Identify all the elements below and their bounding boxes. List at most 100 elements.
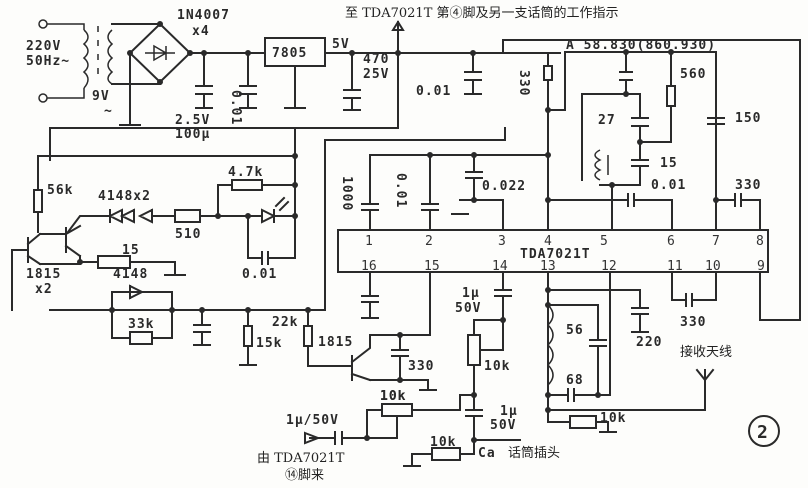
audio-section bbox=[304, 271, 521, 467]
capacitor-pin16 bbox=[361, 271, 379, 319]
resistor-4.7k bbox=[217, 179, 296, 217]
label-input-from-2: ⑭脚来 bbox=[285, 467, 324, 483]
label-0.01-pin4-6: 0.01 bbox=[651, 178, 686, 193]
label-33k: 33k bbox=[128, 317, 154, 332]
label-1u: 1μ bbox=[462, 286, 480, 301]
label-7805: 7805 bbox=[272, 46, 307, 61]
wire bbox=[47, 23, 85, 99]
label-68: 68 bbox=[566, 373, 584, 388]
label-100u: 100μ bbox=[175, 127, 210, 142]
led-indicator bbox=[217, 196, 296, 224]
antenna-section bbox=[545, 271, 780, 447]
resistor-10k-out bbox=[403, 439, 521, 467]
ic-pin-1: 1 bbox=[365, 234, 373, 249]
label-330: 330 bbox=[516, 70, 531, 96]
wire bbox=[269, 155, 296, 259]
wire bbox=[324, 127, 506, 141]
capacitor-0.01-pin2 bbox=[421, 154, 439, 231]
label-22k: 22k bbox=[272, 315, 298, 330]
transformer-secondary-coil bbox=[107, 29, 114, 85]
inductor bbox=[594, 149, 609, 181]
capacitor-68 bbox=[547, 271, 611, 402]
antenna-icon bbox=[547, 368, 715, 411]
figure-number: 2 bbox=[757, 422, 769, 443]
label-input-cap: 1μ/50V bbox=[286, 413, 339, 428]
label-1000: 1000 bbox=[339, 176, 354, 211]
capacitor-330-pin7-8 bbox=[715, 193, 761, 231]
ic-tda7021t bbox=[337, 229, 769, 273]
label-4148: 4148 bbox=[113, 267, 148, 282]
capacitor-27 bbox=[581, 93, 649, 181]
label-510: 510 bbox=[175, 227, 201, 242]
label-pot-10k: 10k bbox=[484, 359, 510, 374]
power-supply bbox=[38, 19, 561, 161]
capacitor bbox=[239, 52, 257, 109]
ac-input-terminal bbox=[38, 19, 48, 29]
label-input-from-1: 由 TDA7021T bbox=[257, 451, 345, 466]
capacitor-1u-50v-out bbox=[465, 394, 483, 441]
label-ca: Ca bbox=[478, 446, 496, 461]
ic-pin-13: 13 bbox=[540, 259, 556, 274]
label-10k-antenna: 10k bbox=[600, 411, 626, 426]
transistor-1815-audio bbox=[350, 334, 409, 382]
arrow-up-icon bbox=[391, 20, 405, 54]
wire bbox=[49, 139, 326, 311]
capacitor-15 bbox=[599, 141, 649, 186]
capacitor bbox=[464, 52, 482, 95]
label-50v: 50V bbox=[455, 301, 481, 316]
label-0.01-filter: 0.01 bbox=[228, 90, 243, 125]
label-ac: ~ bbox=[104, 104, 113, 119]
label-15-ohm: 15 bbox=[122, 243, 140, 258]
label-1815-audio: 1815 bbox=[318, 335, 353, 350]
ic-pin-6: 6 bbox=[667, 234, 675, 249]
label-50hz: 50Hz~ bbox=[26, 54, 70, 69]
label-0.01-led: 0.01 bbox=[242, 267, 277, 282]
label-25v: 25V bbox=[363, 67, 389, 82]
ic-name: TDA7021T bbox=[520, 247, 591, 262]
label-0.01-decoupling: 0.01 bbox=[416, 84, 451, 99]
wire bbox=[502, 39, 801, 321]
potentiometer-10k bbox=[467, 319, 504, 396]
label-x4: x4 bbox=[192, 24, 210, 39]
crystal bbox=[619, 51, 633, 95]
top-note: 至 TDA7021T 第④脚及另一支话筒的工作指示 bbox=[345, 5, 619, 21]
resistor-10k-antenna bbox=[547, 409, 617, 433]
capacitor-0.01-led bbox=[247, 215, 269, 265]
label-4148x2: 4148x2 bbox=[98, 189, 151, 204]
label-220v: 220V bbox=[26, 39, 61, 54]
diodes-4148x2-and-resistor-510 bbox=[66, 208, 219, 234]
ic-pin-8: 8 bbox=[756, 234, 764, 249]
label-330-pin10: 330 bbox=[680, 315, 706, 330]
capacitor-0.01-pin4-6 bbox=[547, 193, 673, 231]
label-4.7k: 4.7k bbox=[228, 165, 263, 180]
label-1815: 1815 bbox=[26, 267, 61, 282]
label-220: 220 bbox=[636, 335, 662, 350]
resistor-33k bbox=[111, 309, 173, 345]
resistor-15k bbox=[239, 309, 257, 366]
capacitor-electrolytic bbox=[195, 52, 213, 109]
resistor-56k bbox=[33, 155, 43, 233]
label-56: 56 bbox=[566, 323, 584, 338]
ic-pin-4: 4 bbox=[544, 234, 552, 249]
wire bbox=[111, 23, 161, 85]
label-0.01-pin2: 0.01 bbox=[393, 173, 408, 208]
wire bbox=[49, 52, 399, 161]
indicator-section bbox=[11, 127, 353, 367]
label-x2: x2 bbox=[35, 282, 53, 297]
label-10k-emitter: 10k bbox=[380, 389, 406, 404]
label-470: 470 bbox=[363, 52, 389, 67]
label-antenna: 接收天线 bbox=[680, 344, 732, 360]
ic-pin-15: 15 bbox=[424, 259, 440, 274]
ground-icon bbox=[399, 379, 437, 391]
resistor-330 bbox=[543, 51, 717, 231]
label-10k-out: 10k bbox=[430, 435, 456, 450]
label-15: 15 bbox=[660, 156, 678, 171]
potentiometer-10k-input bbox=[366, 394, 475, 439]
ic-pin-16: 16 bbox=[361, 259, 377, 274]
label-out-1u: 1μ bbox=[500, 404, 518, 419]
tuner-section bbox=[49, 39, 801, 321]
label-2.5v: 2.5V bbox=[175, 113, 210, 128]
resistor-15 bbox=[39, 255, 186, 276]
label-0.022: 0.022 bbox=[482, 179, 526, 194]
